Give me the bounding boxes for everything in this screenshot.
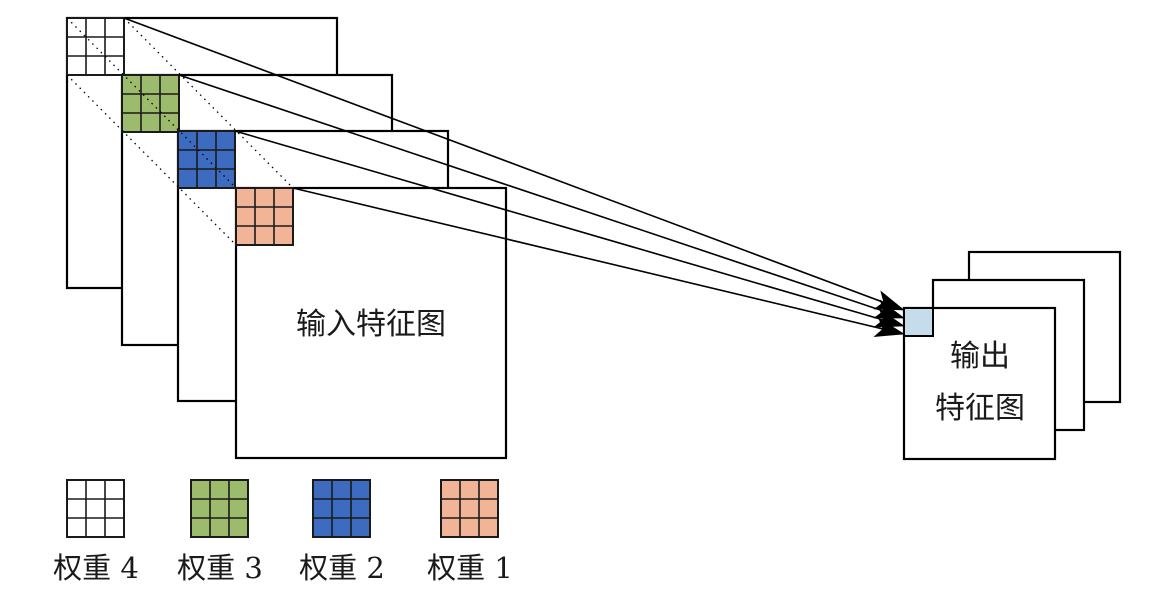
legend <box>66 479 499 538</box>
input-map-label: 输入特征图 <box>296 307 446 342</box>
legend-label-weight-2: 权重 2 <box>299 551 385 585</box>
legend-swatch-weight-1 <box>440 479 499 538</box>
legend-swatch-weight-3-fill <box>190 479 249 538</box>
arrow-from-weight-3 <box>178 74 905 319</box>
projection-arrows <box>123 17 905 337</box>
legend-labels: 权重 4 权重 3 权重 2 权重 1 <box>53 551 513 585</box>
output-map-label-line1: 输出 <box>950 339 1010 374</box>
kernel-weight-3-fill <box>121 74 180 133</box>
legend-swatch-weight-4-fill <box>66 479 125 538</box>
legend-swatch-weight-4 <box>66 479 125 538</box>
kernel-weight-2-fill <box>177 130 236 189</box>
legend-swatch-weight-3 <box>190 479 249 538</box>
output-map-label-line2: 特征图 <box>935 391 1025 426</box>
legend-label-weight-1: 权重 1 <box>427 551 513 585</box>
legend-swatch-weight-2 <box>312 479 371 538</box>
kernel-weight-3 <box>121 74 180 133</box>
output-cell <box>903 307 934 337</box>
kernel-weight-1-fill <box>235 187 294 246</box>
legend-label-weight-4: 权重 4 <box>53 551 139 585</box>
legend-label-weight-3: 权重 3 <box>177 551 263 585</box>
legend-swatch-weight-2-fill <box>312 479 371 538</box>
kernel-weight-2 <box>177 130 236 189</box>
kernel-weight-1 <box>235 187 294 246</box>
legend-swatch-weight-1-fill <box>440 479 499 538</box>
arrow-from-weight-4 <box>123 17 905 311</box>
arrow-from-weight-1 <box>292 187 905 337</box>
arrow-from-weight-2 <box>234 130 905 328</box>
